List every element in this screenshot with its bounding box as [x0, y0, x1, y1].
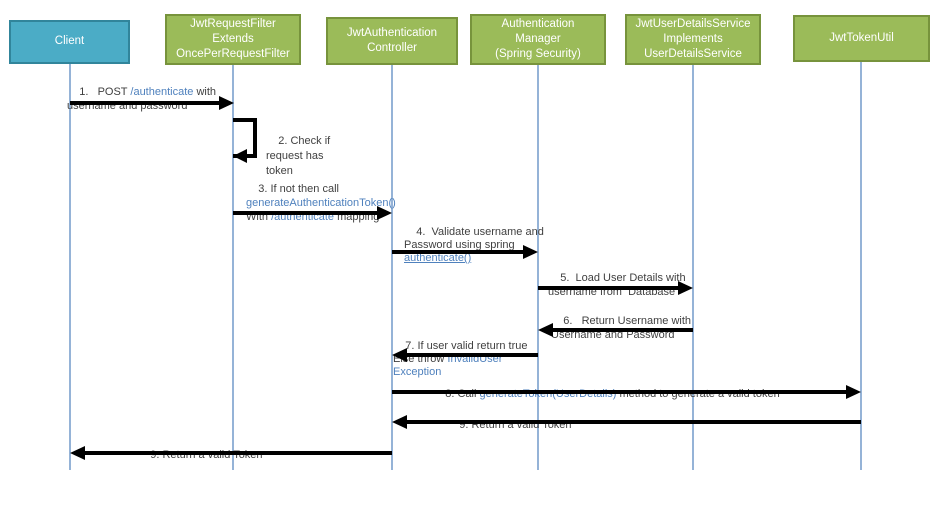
actor-client-label: Client — [54, 35, 85, 48]
message-6-text: 6. Return Username with Username and Pas… — [551, 315, 692, 341]
lifeline-jwt-request-filter — [232, 65, 234, 470]
message-label-7: 7. If user valid return true Else throw … — [393, 327, 553, 392]
actor-jwt-authentication-controller-label: JwtAuthentication Controller — [346, 26, 438, 54]
message-4-text: 4. Validate username and Password using … — [404, 226, 544, 251]
message-7-text: 7. If user valid return true Else throw — [393, 340, 528, 365]
lifeline-jwt-token-util — [860, 62, 862, 470]
lifeline-authentication-manager — [537, 65, 539, 470]
message-label-6: 6. Return Username with Username and Pas… — [551, 300, 711, 356]
actor-jwt-token-util: JwtTokenUtil — [793, 15, 930, 62]
actor-jwt-user-details-service-label: JwtUserDetailsService Implements UserDet… — [635, 17, 751, 61]
message-1-link-authenticate: /authenticate — [130, 86, 194, 98]
actor-jwt-request-filter: JwtRequestFilter Extends OncePerRequestF… — [165, 14, 301, 65]
lifeline-jwt-authentication-controller — [391, 65, 393, 470]
message-arrow-3 — [233, 206, 392, 220]
message-2-text: 2. Check if request has token — [266, 135, 331, 177]
message-arrow-1 — [70, 96, 234, 110]
message-self-loop-2-arrowhead — [233, 149, 247, 163]
message-label-10: 9. Return a valid Token — [138, 434, 298, 476]
message-arrow-8 — [392, 385, 861, 399]
lifeline-client — [69, 64, 71, 470]
message-1-text: 1. POST — [79, 86, 131, 98]
actor-jwt-authentication-controller: JwtAuthentication Controller — [326, 17, 458, 65]
message-arrow-7 — [392, 348, 538, 362]
message-label-1: 1. POST /authenticate with username and … — [67, 71, 252, 127]
message-arrow-10 — [70, 446, 392, 460]
message-label-9: 9. Return a valid Token — [447, 404, 607, 446]
message-arrow-9 — [392, 415, 861, 429]
message-label-3: 3. If not then call generateAuthenticati… — [246, 168, 421, 238]
actor-jwt-user-details-service: JwtUserDetailsService Implements UserDet… — [625, 14, 761, 65]
message-arrow-5 — [538, 281, 693, 295]
message-arrow-6 — [538, 323, 693, 337]
message-label-4: 4. Validate username and Password using … — [404, 213, 554, 278]
actor-jwt-request-filter-label: JwtRequestFilter Extends OncePerRequestF… — [176, 17, 290, 61]
lifeline-jwt-user-details-service — [692, 65, 694, 470]
actor-authentication-manager-label: Authentication Manager (Spring Security) — [495, 17, 581, 61]
actor-jwt-token-util-label: JwtTokenUtil — [829, 31, 894, 44]
message-arrow-4 — [392, 245, 538, 259]
actor-authentication-manager: Authentication Manager (Spring Security) — [470, 14, 606, 65]
message-5-text: 5. Load User Details with username from … — [548, 272, 686, 298]
message-3-link-generate-authentication-token: generateAuthenticationToken() — [246, 197, 396, 209]
message-label-2: 2. Check if request has token — [266, 119, 356, 194]
message-3-text: 3. If not then call — [258, 183, 339, 195]
message-4-link-authenticate-call: authenticate() — [404, 252, 472, 264]
actor-client: Client — [9, 20, 130, 64]
